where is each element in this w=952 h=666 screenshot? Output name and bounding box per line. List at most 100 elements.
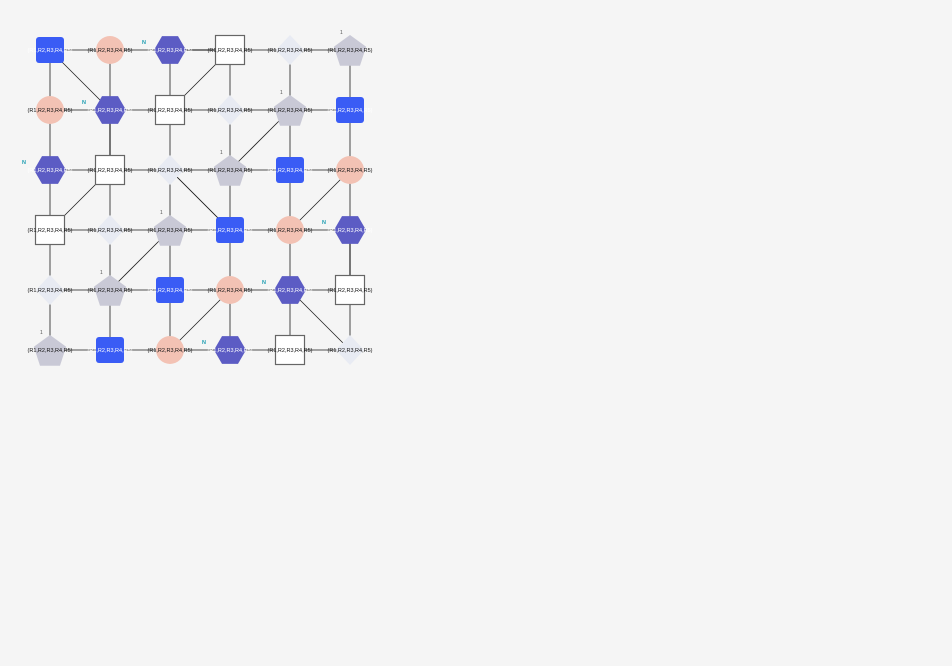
node-label: (R1,R2,R3,R4,R5) (28, 348, 73, 354)
graph-node-square[interactable]: (R1,R2,R3,R4,R5) (28, 214, 73, 246)
node-shape (214, 34, 246, 66)
node-marker: N (262, 280, 266, 286)
node-label: (R1,R2,R3,R4,R5) (148, 108, 193, 114)
node-shape (213, 155, 247, 186)
graph-node-diamond[interactable]: (R1,R2,R3,R4,R5) (208, 95, 253, 125)
node-shape (154, 94, 186, 126)
node-label: (R1,R2,R3,R4,R5) (328, 108, 373, 114)
node-label: (R1,R2,R3,R4,R5) (208, 108, 253, 114)
node-shape (273, 95, 307, 126)
node-marker: N (22, 160, 26, 166)
node-label: (R1,R2,R3,R4,R5) (28, 168, 73, 174)
node-shape (274, 276, 306, 304)
node-shape (96, 36, 124, 64)
graph-node-square[interactable]: (R1,R2,R3,R4,R5) (88, 154, 133, 186)
graph-node-pentagon[interactable]: (R1,R2,R3,R4,R5)1 (328, 30, 373, 66)
graph-node-hexagon[interactable]: (R1,R2,R3,R4,R5)N (142, 36, 193, 64)
graph-node-pentagon[interactable]: (R1,R2,R3,R4,R5) 1 (148, 210, 193, 246)
graph-node-circle[interactable]: (R1,R2,R3,R4,R5) (148, 336, 193, 364)
node-shape (36, 96, 64, 124)
node-shape (276, 157, 304, 183)
node-shape (336, 97, 364, 123)
graph-node-diamond[interactable]: (R1,R2,R3,R4,R5) (328, 335, 373, 365)
graph-node-circle[interactable]: (R1,R2,R3,R4,R5) (88, 36, 133, 64)
graph-node-pentagon[interactable]: (R1,R2,R3,R4,R5) 1 (268, 90, 313, 126)
node-marker: N (322, 220, 326, 226)
graph-node-diamond[interactable]: (R1,R2,R3,R4,R5) (88, 215, 133, 245)
node-shape (34, 156, 66, 184)
node-marker: N (82, 100, 86, 106)
graph-node-diamond[interactable]: (R1,R2,R3,R4,R5) (148, 155, 193, 185)
node-shape (216, 276, 244, 304)
node-shape (36, 275, 64, 305)
graph-node-square[interactable]: (R1,R2,R3,R4,R5) (268, 334, 313, 366)
node-shape (216, 217, 244, 243)
node-label: (R1,R2,R3,R4,R5) (88, 288, 133, 294)
graph-node-rsquare[interactable]: (R1,R2,R3,R4,R5) (28, 37, 73, 63)
graph-node-hexagon[interactable]: (R1,R2,R3,R4,R5)N (322, 216, 373, 244)
node-shape (34, 214, 66, 246)
node-label: (R1,R2,R3,R4,R5) (28, 48, 73, 54)
node-marker: 1 (100, 270, 103, 276)
node-shape (333, 35, 367, 66)
node-label: (R1,R2,R3,R4,R5) (268, 288, 313, 294)
node-label: (R1,R2,R3,R4,R5) (268, 168, 313, 174)
node-shape (276, 35, 304, 65)
node-shape (94, 154, 126, 186)
graph-node-diamond[interactable]: (R1,R2,R3,R4,R5) (268, 35, 313, 65)
node-label: (R1,R2,R3,R4,R5) (28, 288, 73, 294)
node-marker: N (142, 40, 146, 46)
graph-node-diamond[interactable]: (R1,R2,R3,R4,R5) (28, 275, 73, 305)
node-marker: 1 (160, 210, 163, 216)
graph-node-circle[interactable]: (R1,R2,R3,R4,R5) (28, 96, 73, 124)
node-label: (R1,R2,R3,R4,R5) (208, 168, 253, 174)
node-shape (274, 334, 306, 366)
node-label: (R1,R2,R3,R4,R5) (28, 108, 73, 114)
node-shape (336, 335, 364, 365)
node-label: (R1,R2,R3,R4,R5) (148, 228, 193, 234)
graph-node-rsquare[interactable]: (R1,R2,R3,R4,R5) (268, 157, 313, 183)
node-marker: 1 (340, 30, 343, 36)
graph-node-rsquare[interactable]: (R1,R2,R3,R4,R5) (148, 277, 193, 303)
node-label: (R1,R2,R3,R4,R5) (88, 168, 133, 174)
graph-node-pentagon[interactable]: (R1,R2,R3,R4,R5) 1 (208, 150, 253, 186)
graph-node-hexagon[interactable]: (R1,R2,R3,R4,R5)N (82, 96, 133, 124)
node-layer: (R1,R2,R3,R4,R5)(R1,R2,R3,R4,R5)(R1,R2,R… (22, 30, 373, 366)
graph-node-square[interactable]: (R1,R2,R3,R4,R5) (328, 274, 373, 306)
node-label: (R1,R2,R3,R4,R5) (208, 48, 253, 54)
node-shape (156, 277, 184, 303)
graph-node-circle[interactable]: (R1,R2,R3,R4,R5) (208, 276, 253, 304)
graph-node-square[interactable]: (R1,R2,R3,R4,R5) (208, 34, 253, 66)
graph-node-circle[interactable]: (R1,R2,R3,R4,R5) (268, 216, 313, 244)
node-marker: 1 (220, 150, 223, 156)
node-label: (R1,R2,R3,R4,R5) (268, 228, 313, 234)
graph-node-rsquare[interactable]: (R1,R2,R3,R4,R5) (208, 217, 253, 243)
node-marker: 1 (40, 330, 43, 336)
node-label: (R1,R2,R3,R4,R5) (88, 348, 133, 354)
node-shape (36, 37, 64, 63)
node-label: (R1,R2,R3,R4,R5) (208, 288, 253, 294)
node-label: (R1,R2,R3,R4,R5) (148, 348, 193, 354)
node-shape (156, 155, 184, 185)
node-shape (216, 95, 244, 125)
node-label: (R1,R2,R3,R4,R5) (28, 228, 73, 234)
node-shape (334, 216, 366, 244)
graph-node-pentagon[interactable]: (R1,R2,R3,R4,R5) 1 (28, 330, 73, 366)
graph-node-square[interactable]: (R1,R2,R3,R4,R5) (148, 94, 193, 126)
node-label: (R1,R2,R3,R4,R5) (268, 108, 313, 114)
graph-node-pentagon[interactable]: (R1,R2,R3,R4,R5) 1 (88, 270, 133, 306)
node-shape (93, 275, 127, 306)
graph-node-hexagon[interactable]: (R1,R2,R3,R4,R5)N (22, 156, 73, 184)
graph-node-rsquare[interactable]: (R1,R2,R3,R4,R5) (88, 337, 133, 363)
graph-node-hexagon[interactable]: (R1,R2,R3,R4,R5)N (262, 276, 313, 304)
node-marker: 1 (280, 90, 283, 96)
graph-node-hexagon[interactable]: (R1,R2,R3,R4,R5)N (202, 336, 253, 364)
graph-node-rsquare[interactable]: (R1,R2,R3,R4,R5) (328, 97, 373, 123)
graph-node-circle[interactable]: (R1,R2,R3,R4,R5) (328, 156, 373, 184)
node-label: (R1,R2,R3,R4,R5) (328, 228, 373, 234)
node-label: (R1,R2,R3,R4,R5) (328, 168, 373, 174)
diagonal-edge (289, 169, 351, 231)
node-label: (R1,R2,R3,R4,R5) (88, 48, 133, 54)
node-label: (R1,R2,R3,R4,R5) (148, 288, 193, 294)
